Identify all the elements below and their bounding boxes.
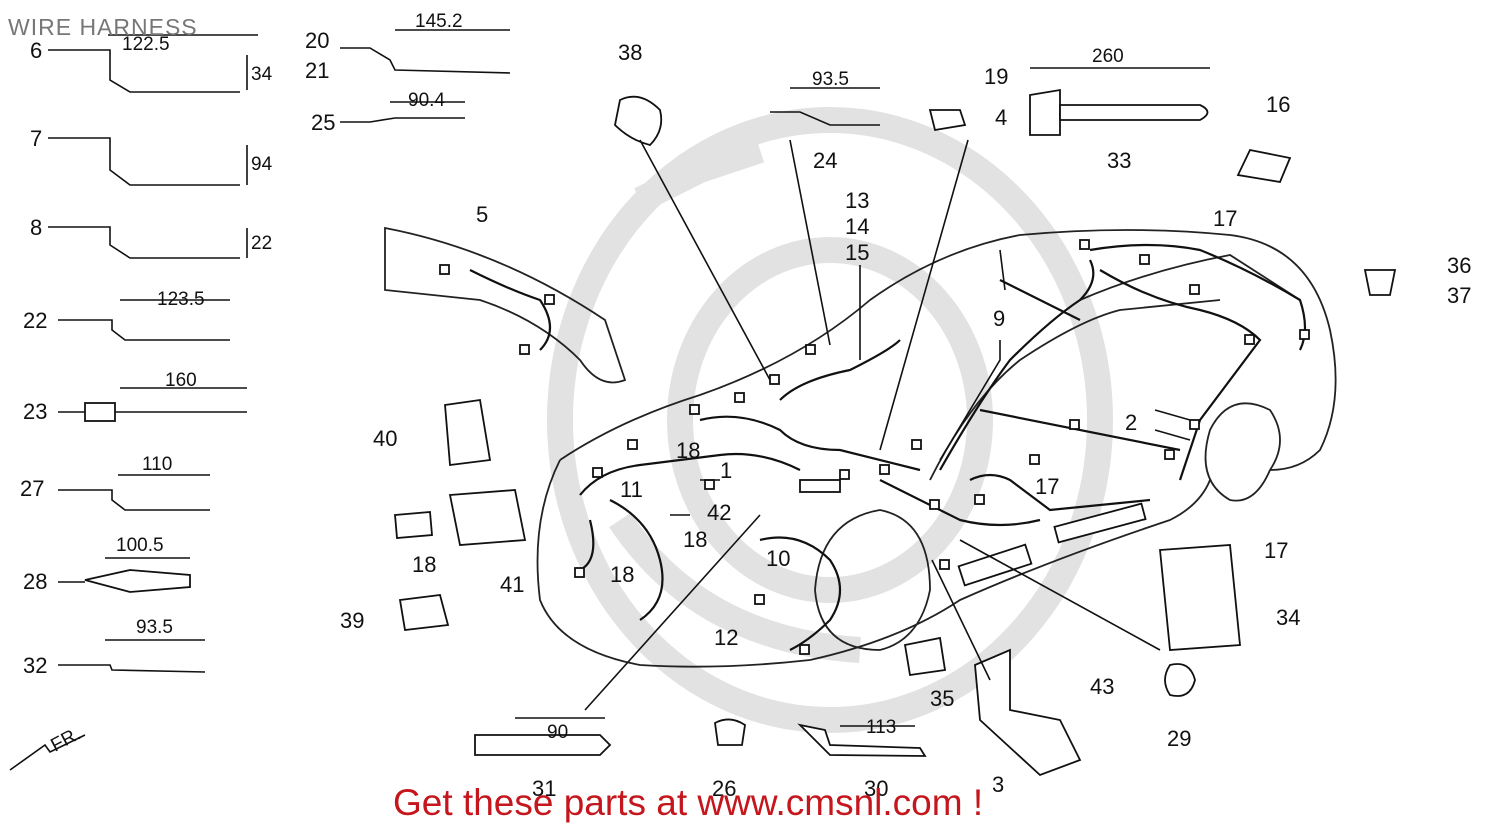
callout-15: 15 (845, 240, 869, 265)
callout-13: 13 (845, 188, 869, 213)
callout-27: 27 (20, 476, 44, 501)
callout-18b: 18 (683, 527, 707, 552)
dim-31: 90 (547, 722, 568, 743)
callout-32: 32 (23, 653, 47, 678)
callout-25: 25 (311, 110, 335, 135)
parts-link-banner[interactable]: Get these parts at www.cmsnl.com ! (393, 782, 984, 823)
dim-30: 113 (866, 717, 896, 738)
dim-27: 110 (142, 454, 172, 475)
harness-protector (799, 479, 841, 493)
callout-3: 3 (992, 772, 1004, 797)
callout-6: 6 (30, 38, 42, 63)
dim-32: 93.5 (136, 617, 173, 638)
callout-18c: 18 (610, 562, 634, 587)
left-parts (48, 34, 258, 673)
callout-20: 20 (305, 28, 329, 53)
callout-18d: 18 (412, 552, 436, 577)
callout-24: 24 (813, 148, 837, 173)
connectors (439, 239, 1310, 655)
callout-42: 42 (707, 500, 731, 525)
callout-23: 23 (23, 399, 47, 424)
watermark-logo (547, 107, 1113, 733)
dim-25: 90.4 (408, 90, 445, 111)
callout-12: 12 (714, 625, 738, 650)
callout-labels: 1 2 3 4 5 6 7 8 9 10 11 12 13 14 15 16 1… (20, 28, 1471, 801)
callout-30: 30 (864, 776, 888, 801)
callout-19: 19 (984, 64, 1008, 89)
callout-34: 34 (1276, 605, 1300, 630)
dim-24: 93.5 (812, 69, 849, 90)
callout-1: 1 (720, 458, 732, 483)
callout-8: 8 (30, 215, 42, 240)
dim-7-height: 94 (251, 154, 273, 175)
callout-11: 11 (620, 477, 643, 502)
callout-18a: 18 (676, 438, 700, 463)
callout-39: 39 (340, 608, 364, 633)
callout-5: 5 (476, 202, 488, 227)
dim-22: 123.5 (157, 289, 205, 310)
callout-14: 14 (845, 214, 869, 239)
callout-40: 40 (373, 426, 397, 451)
dim-8-height: 22 (251, 233, 272, 254)
dim-33: 260 (1092, 46, 1124, 67)
harness-protector (957, 543, 1033, 587)
callout-10: 10 (766, 546, 790, 571)
misc-parts (9, 29, 1397, 777)
callout-4: 4 (995, 105, 1007, 130)
dim-6-length: 122.5 (122, 34, 170, 55)
callout-35: 35 (930, 686, 954, 711)
callout-38: 38 (618, 40, 642, 65)
callout-16: 16 (1266, 92, 1290, 117)
harness-protector (1053, 502, 1147, 544)
callout-2: 2 (1125, 410, 1137, 435)
direction-front-label: FR. (47, 724, 84, 757)
callout-41: 41 (500, 572, 524, 597)
callout-21: 21 (305, 58, 329, 83)
callout-33: 33 (1107, 148, 1131, 173)
harness-wiring (469, 243, 1307, 651)
callout-28: 28 (23, 569, 47, 594)
callout-26: 26 (712, 776, 736, 801)
callout-37: 37 (1447, 283, 1471, 308)
callout-7: 7 (30, 126, 42, 151)
diagram-title: WIRE HARNESS (8, 14, 198, 40)
dim-23: 160 (165, 370, 197, 391)
callout-29: 29 (1167, 726, 1191, 751)
callout-36: 36 (1447, 253, 1471, 278)
callout-17a: 17 (1213, 206, 1237, 231)
callout-43: 43 (1090, 674, 1114, 699)
callout-31: 31 (532, 776, 556, 801)
callout-9: 9 (993, 306, 1005, 331)
dim-6-height: 34 (251, 64, 273, 85)
callout-17c: 17 (1264, 538, 1288, 563)
dim-28: 100.5 (116, 535, 164, 556)
callout-22: 22 (23, 308, 47, 333)
callout-17b: 17 (1035, 474, 1059, 499)
dim-20: 145.2 (415, 11, 463, 32)
